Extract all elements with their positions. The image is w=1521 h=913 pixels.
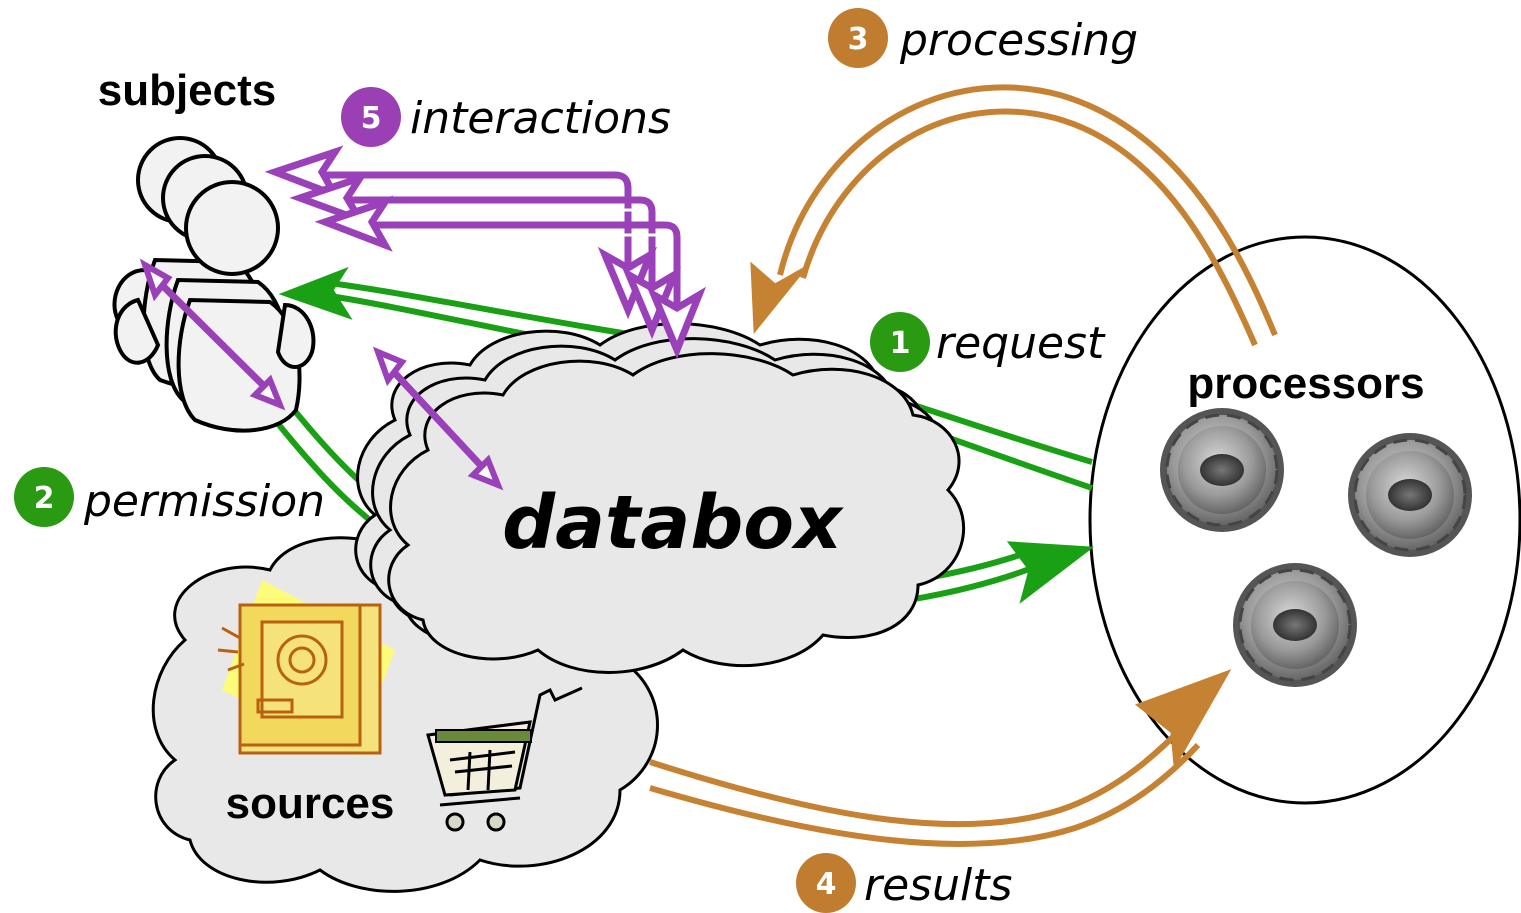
gear-icon [1160, 408, 1284, 532]
step-badge [341, 87, 401, 147]
step-request: 1 request [870, 312, 1106, 372]
step-text: permission [83, 476, 325, 527]
processing-arrow [750, 84, 1278, 347]
processors-label: processors [1187, 359, 1424, 408]
step-processing: 3 processing [828, 8, 1138, 68]
step-interactions: 5 interactions [341, 87, 671, 147]
step-text: request [936, 318, 1106, 369]
step-badge [14, 467, 74, 527]
step-number: 1 [890, 326, 911, 361]
step-text: interactions [410, 93, 671, 144]
step-number: 3 [848, 22, 869, 57]
safe-icon [217, 580, 395, 755]
step-results: 4 results [796, 853, 1012, 913]
step-badge [828, 8, 888, 68]
step-number: 5 [361, 101, 382, 136]
step-badge [870, 312, 930, 372]
subjects-group [112, 136, 316, 433]
step-text: processing [899, 15, 1138, 66]
gear-icon [1348, 433, 1472, 557]
subjects-label: subjects [98, 66, 277, 115]
step-permission: 2 permission [14, 467, 325, 527]
step-text: results [864, 860, 1012, 911]
databox-label: databox [502, 480, 844, 566]
results-arrow [649, 669, 1232, 847]
processors-ellipse [1088, 235, 1521, 805]
step-number: 4 [816, 867, 837, 902]
databox-clouds [354, 322, 965, 674]
step-number: 2 [34, 481, 55, 516]
gear-icon [1233, 563, 1357, 687]
interactions-arrows [139, 145, 707, 491]
step-badge [796, 853, 856, 913]
shopping-cart-icon [426, 686, 583, 832]
sources-label: sources [226, 779, 395, 828]
